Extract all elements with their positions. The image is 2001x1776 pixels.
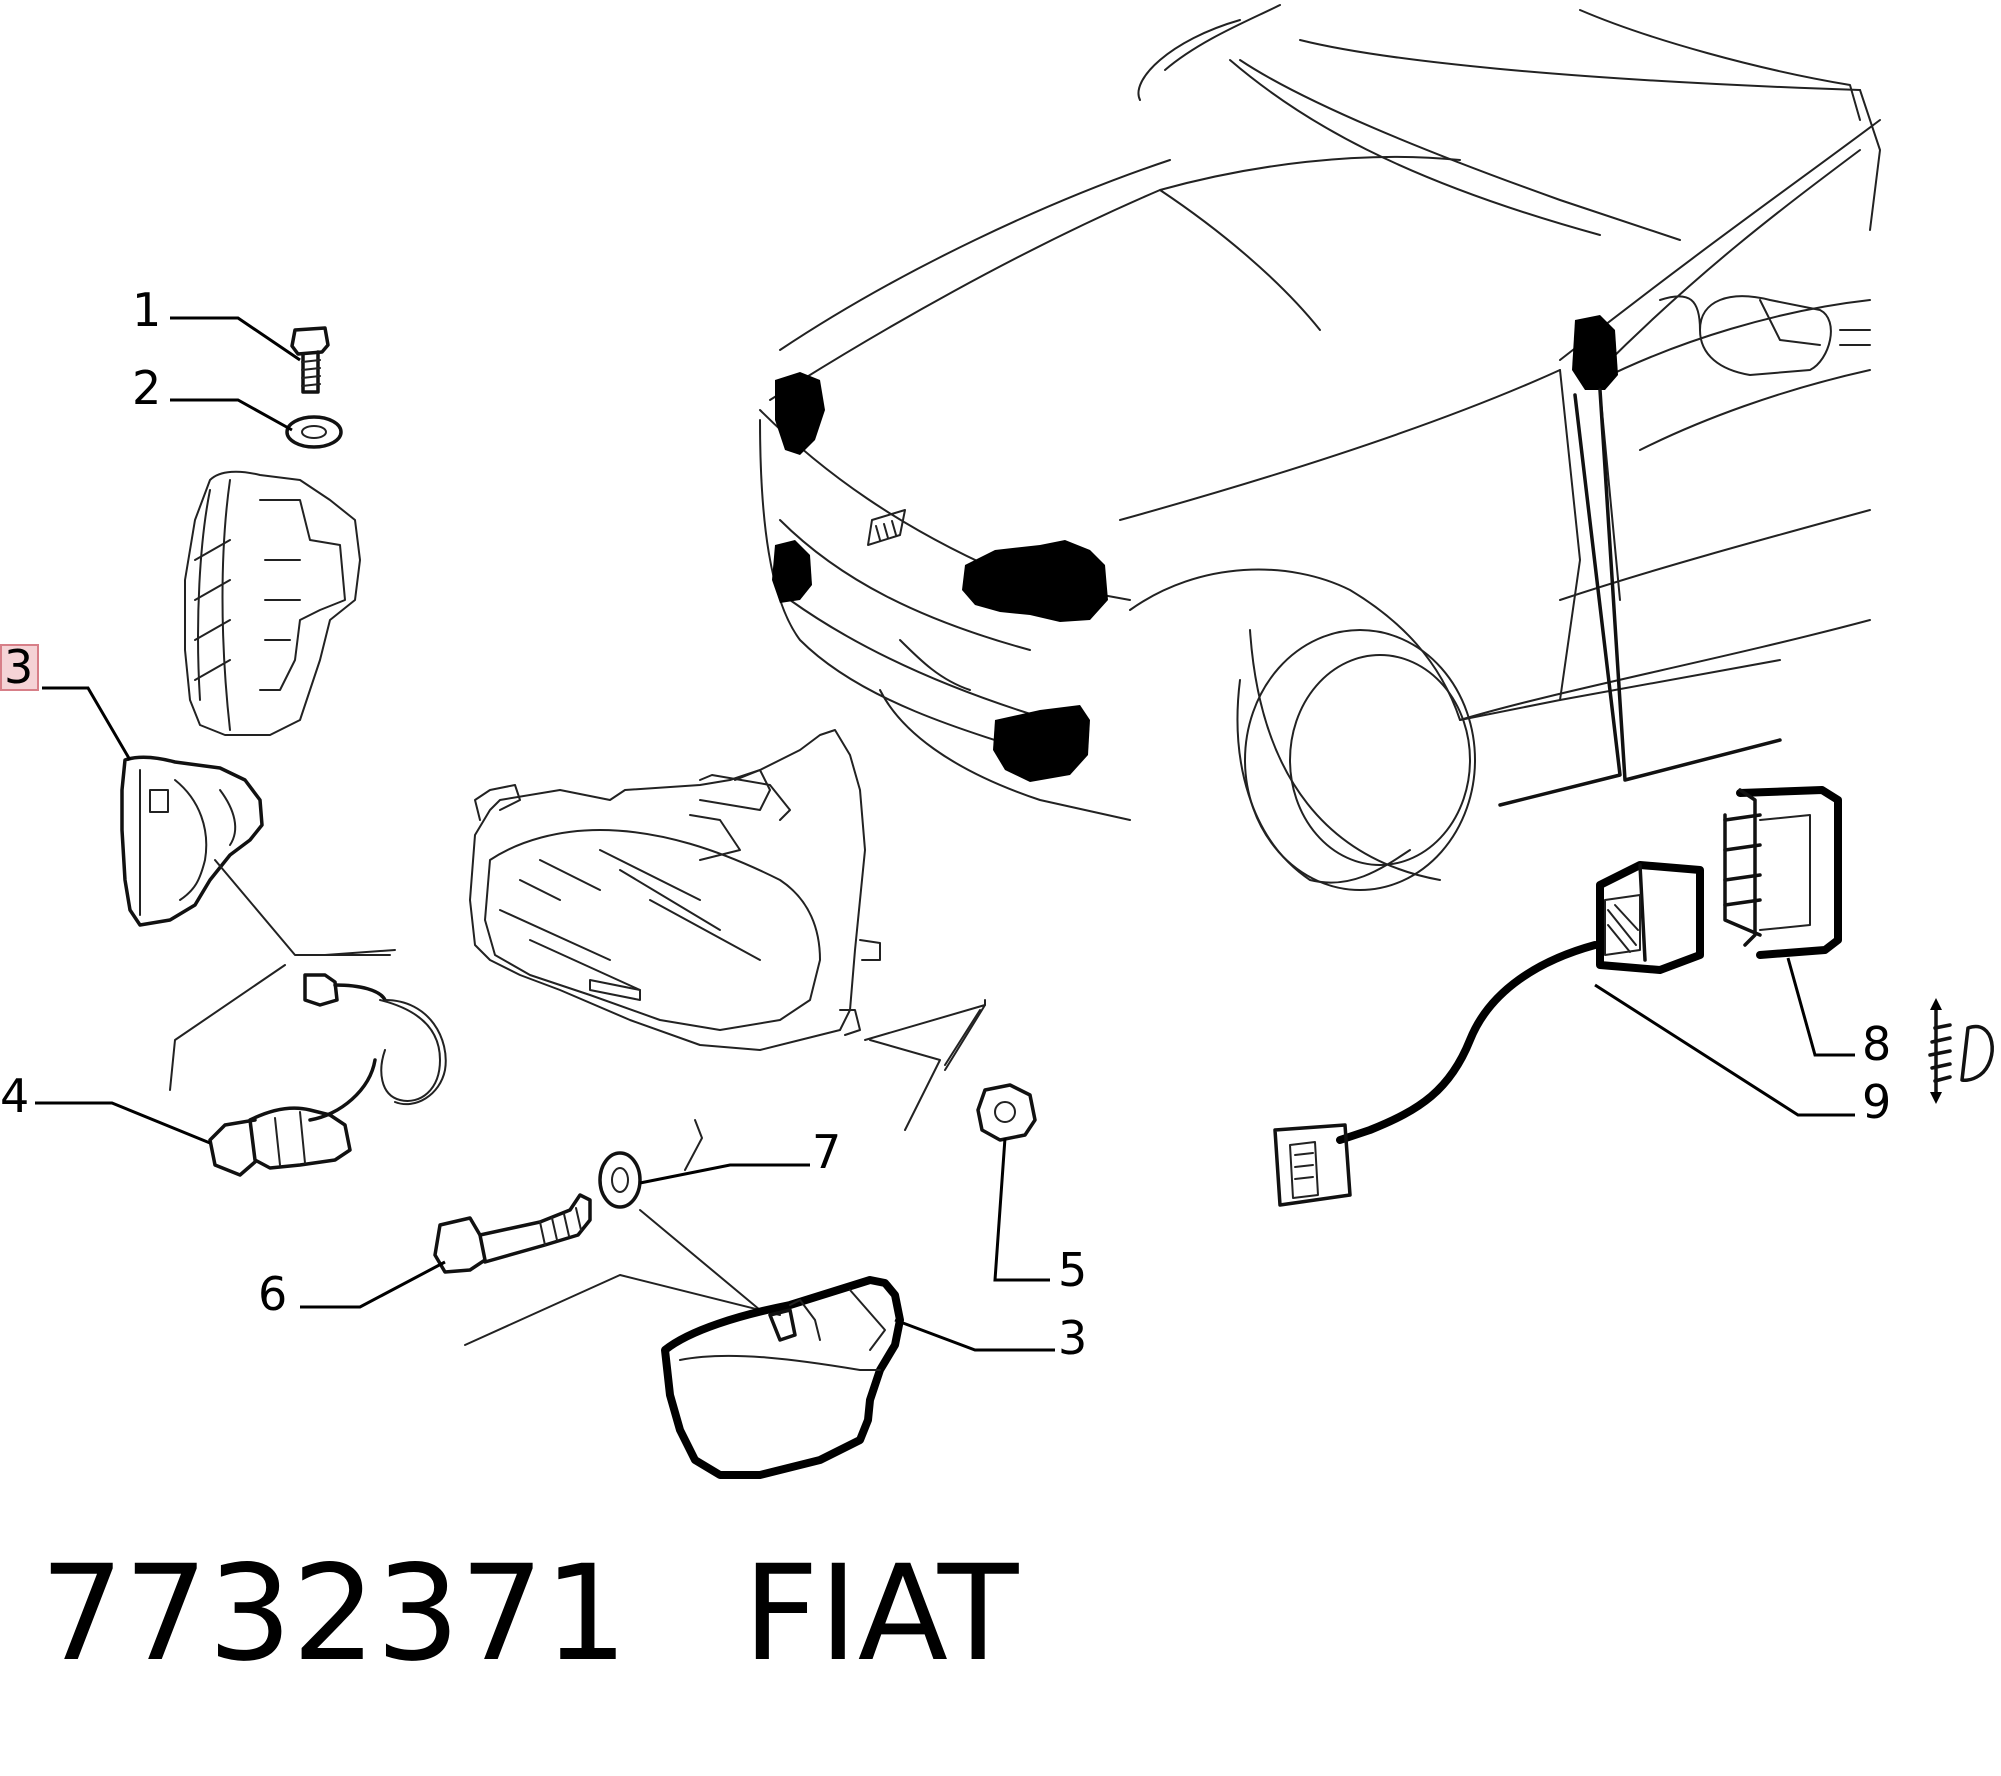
switch-part-8 [1723, 786, 1842, 959]
callout-6[interactable]: 6 [258, 1267, 287, 1321]
screw-part-1 [290, 326, 330, 394]
callout-1[interactable]: 1 [132, 283, 161, 337]
callout-lines [35, 316, 1855, 1352]
brand-name: FIAT [742, 1537, 1019, 1691]
leader-lines-lamp [169, 859, 396, 1091]
callout-labels: 1 2 3 4 6 7 5 3 8 9 [0, 283, 1891, 1365]
headlamp-rear-view [184, 470, 361, 736]
headlight-leveling-icon [1928, 998, 1994, 1104]
bulb-socket-with-wire [208, 973, 447, 1177]
callout-5[interactable]: 5 [1058, 1243, 1087, 1297]
washer-part-7 [598, 1151, 642, 1209]
side-lamp-assembly [120, 755, 264, 927]
bolt-part-6 [433, 1193, 592, 1274]
harness-part-9 [1273, 861, 1704, 1207]
callout-9[interactable]: 9 [1862, 1075, 1891, 1129]
nut-part-5 [976, 1083, 1037, 1142]
fog-lamp-part-3 [661, 1276, 904, 1479]
leader-lines-headlamp [864, 999, 986, 1131]
car-front-illustration [759, 4, 1881, 891]
main-headlamp [469, 729, 881, 1051]
callout-2[interactable]: 2 [132, 361, 161, 415]
leader-lines-foglamp [464, 1119, 781, 1346]
callout-8[interactable]: 8 [1862, 1017, 1891, 1071]
callout-3-highlight [0, 644, 39, 691]
part-number: 7732371 [40, 1537, 628, 1691]
callout-7[interactable]: 7 [812, 1125, 841, 1179]
callout-3-highlighted[interactable]: 3 [4, 640, 33, 694]
callout-4[interactable]: 4 [0, 1069, 29, 1123]
callout-3[interactable]: 3 [1058, 1311, 1087, 1365]
washer-part-2 [285, 415, 343, 449]
